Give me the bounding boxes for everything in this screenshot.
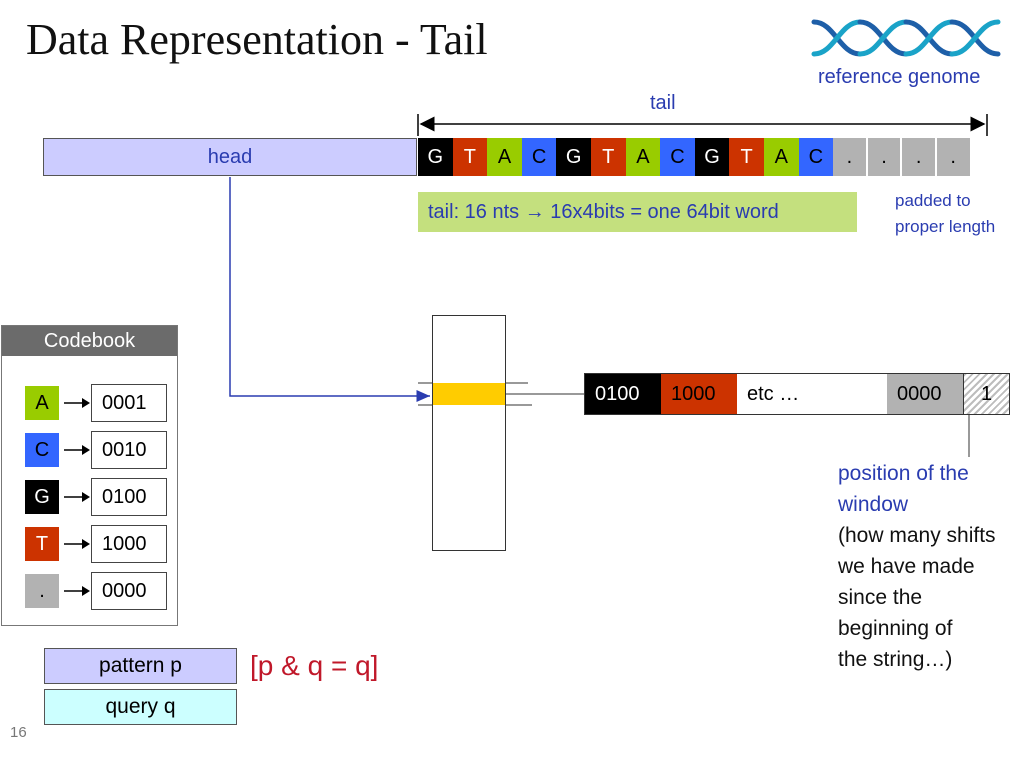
position-label-line1: position of the [838, 462, 969, 485]
query-box: query q [44, 689, 237, 725]
nucleotide-cell: C [798, 138, 834, 176]
tail-label: tail [650, 92, 676, 114]
page-number: 16 [10, 724, 27, 741]
current-word-highlight [433, 383, 505, 405]
padded-note-line2: proper length [895, 217, 996, 236]
position-description-line: (how many shifts [838, 524, 996, 547]
nucleotide-cell: . [936, 138, 972, 176]
nucleotide-cell: . [833, 138, 868, 176]
word-cell: 0000 [887, 374, 963, 414]
nucleotide-cell: . [902, 138, 937, 176]
codebook-code: 0010 [91, 431, 167, 469]
pattern-box: pattern p [44, 648, 237, 684]
position-description-line: since the [838, 586, 923, 609]
arrow-right-icon [64, 586, 90, 596]
codebook-letter: A [25, 386, 59, 420]
arrow-right-icon [64, 445, 90, 455]
dna-logo-icon [811, 19, 1001, 57]
padded-note: padded to proper length [895, 188, 995, 240]
sequence-array-box [432, 315, 506, 551]
tail-note: tail: 16 nts → 16x4bits = one 64bit word [418, 192, 857, 232]
nucleotide-cell: T [452, 138, 488, 176]
nucleotide-cell: G [418, 138, 453, 176]
codebook-code: 0001 [91, 384, 167, 422]
position-label: position of the window [838, 458, 969, 520]
position-description-line: the string…) [838, 648, 953, 671]
nucleotide-cell: A [487, 138, 522, 176]
nucleotide-cell: T [729, 138, 764, 176]
nucleotide-cell: G [694, 138, 730, 176]
word-cell: etc … [737, 374, 887, 414]
logo-text: reference genome [818, 66, 981, 88]
word-cell: 0100 [585, 374, 661, 414]
nucleotide-cell: C [521, 138, 557, 176]
tail-dimension-arrow [417, 114, 988, 136]
match-formula: [p & q = q] [250, 650, 379, 681]
head-segment: head [43, 138, 417, 176]
word-cell: 1000 [661, 374, 737, 414]
arrow-right-icon [64, 492, 90, 502]
nucleotide-cell: G [556, 138, 591, 176]
position-description-line: we have made [838, 555, 975, 578]
position-description-line: beginning of [838, 617, 953, 640]
position-label-line2: window [838, 493, 909, 516]
word-cell: 1 [963, 374, 1009, 414]
nucleotide-cell: A [625, 138, 661, 176]
slide-title: Data Representation - Tail [26, 15, 488, 64]
codebook-letter: T [25, 527, 59, 561]
padded-note-line1: padded to [895, 191, 971, 210]
codebook-letter: . [25, 574, 59, 608]
nucleotide-cell: C [660, 138, 695, 176]
nucleotide-cell: T [590, 138, 626, 176]
position-description: (how many shifts we have made since the beg… [838, 520, 996, 675]
codebook-code: 1000 [91, 525, 167, 563]
nucleotide-cell: . [867, 138, 903, 176]
codebook-letter: G [25, 480, 59, 514]
codebook-code: 0000 [91, 572, 167, 610]
arrow-right-icon [64, 398, 90, 408]
codebook-header: Codebook [2, 326, 177, 356]
arrow-right-icon [64, 539, 90, 549]
nucleotide-cell: A [763, 138, 799, 176]
codebook-code: 0100 [91, 478, 167, 516]
codebook-letter: C [25, 433, 59, 467]
